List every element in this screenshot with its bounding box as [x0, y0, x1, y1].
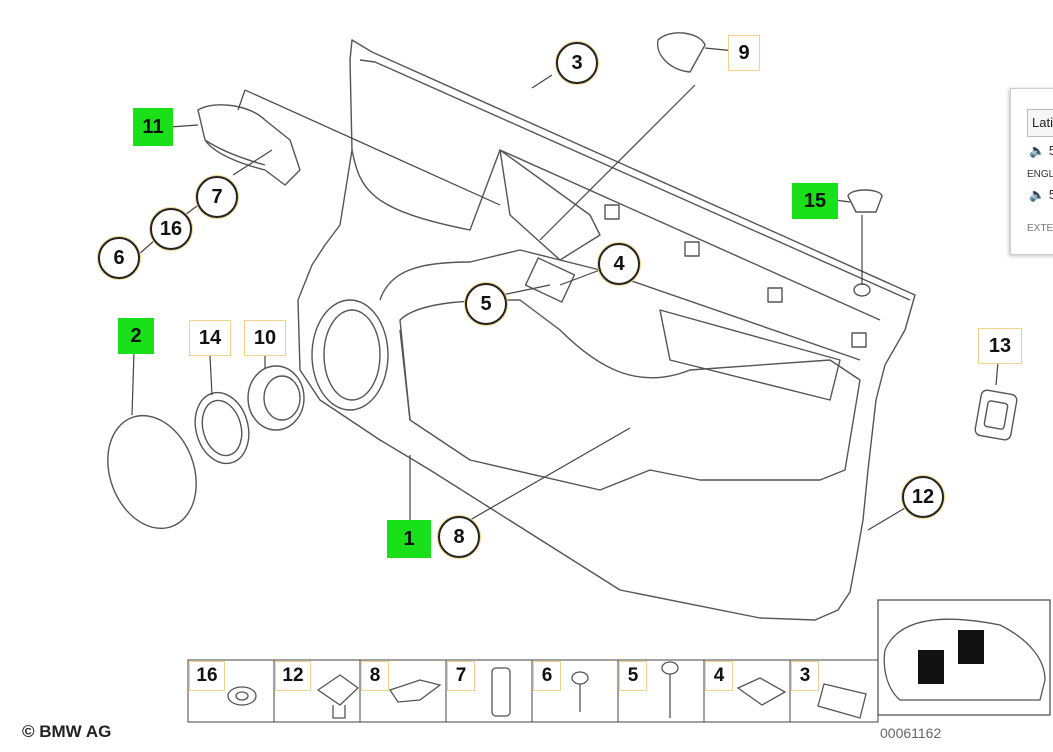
strip-label-6: 6 [533, 661, 561, 691]
strip-label-5: 5 [619, 661, 647, 691]
door-panel-upper-edge [359, 59, 911, 301]
label-9: 9 [728, 35, 760, 71]
callout-16: 16 [150, 208, 192, 250]
highlight-label-2: 2 [118, 318, 154, 354]
strip-clip-7 [491, 667, 511, 717]
row-2-text: 5 [1048, 187, 1053, 202]
speaker-ring [194, 391, 250, 465]
strip-label-12: 12 [275, 661, 311, 691]
strip-label-16: 16 [189, 661, 225, 691]
car-door-mark [918, 650, 944, 684]
speaker-cover [107, 414, 197, 530]
english-label: ENGL [1027, 169, 1053, 180]
strip-label-3: 3 [791, 661, 819, 691]
strip-nut-4 [736, 677, 787, 706]
copyright-text: © BMW AG [22, 722, 112, 741]
switch-part [974, 389, 1018, 441]
car-thumbnail-frame [877, 599, 1051, 716]
strip-push-clip [316, 674, 360, 719]
inner-handle-part [197, 104, 301, 186]
clip-part [847, 189, 883, 213]
speaker-row-1[interactable]: 🔈 5 [1029, 143, 1053, 159]
tweeter-part [247, 365, 305, 431]
row-1-text: 5 [1048, 143, 1053, 158]
car-door-mark-rear [958, 630, 984, 664]
speaker-icon[interactable]: 🔈 [1029, 143, 1046, 158]
strip-screw-5 [661, 661, 679, 718]
car-outline [883, 618, 1046, 701]
callout-3: 3 [556, 42, 598, 84]
callout-12: 12 [902, 476, 944, 518]
speaker-row-2[interactable]: 🔈 5 [1029, 187, 1053, 203]
armrest-outline [399, 299, 861, 491]
strip-label-7: 7 [447, 661, 475, 691]
highlight-label-1: 1 [387, 520, 431, 558]
highlight-label-15: 15 [792, 183, 838, 219]
label-14: 14 [189, 320, 231, 356]
strip-screw-6 [571, 671, 589, 712]
pocket-outline [659, 309, 841, 401]
speaker-icon-2[interactable]: 🔈 [1029, 187, 1046, 202]
callout-6: 6 [98, 237, 140, 279]
translation-popup: Latin 🔈 5 ENGL 🔈 5 EXTE [1010, 88, 1053, 255]
strip-washer [227, 686, 257, 706]
strip-label-8: 8 [361, 661, 389, 691]
callout-7: 7 [196, 176, 238, 218]
speaker-opening [311, 299, 389, 411]
callout-5: 5 [465, 283, 507, 325]
callout-4: 4 [598, 243, 640, 285]
callout-8: 8 [438, 516, 480, 558]
label-13: 13 [978, 328, 1022, 364]
cap-part [656, 32, 706, 73]
door-panel-outline [297, 39, 916, 621]
strip-clip-3 [817, 683, 867, 719]
language-select[interactable]: Latin [1027, 109, 1053, 137]
strip-clip-8 [388, 679, 442, 703]
label-10: 10 [244, 320, 286, 356]
strip-label-4: 4 [705, 661, 733, 691]
diagram-reference-number: 00061162 [880, 725, 942, 741]
highlight-label-11: 11 [133, 108, 173, 146]
popup-footer[interactable]: EXTE [1027, 223, 1053, 234]
